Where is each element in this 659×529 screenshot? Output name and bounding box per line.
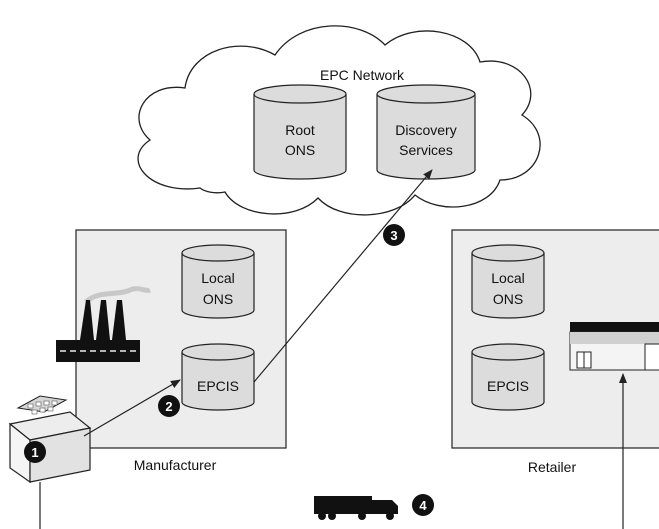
svg-text:2: 2 (165, 399, 172, 414)
svg-text:1: 1 (31, 445, 38, 460)
box-icon (8, 395, 92, 484)
factory-icon (56, 286, 152, 362)
retailer-epcis-database: EPCIS (471, 343, 545, 411)
arrow-box-to-epcis (83, 379, 181, 437)
ret-epcis-label: EPCIS (487, 378, 529, 394)
step-2-badge: 2 (158, 395, 180, 417)
mfr-epcis-label: EPCIS (197, 378, 239, 394)
ret-local-ons-line1: Local (491, 270, 524, 286)
store-icon (569, 322, 659, 371)
mfr-local-ons-line2: ONS (203, 291, 233, 307)
mfr-local-ons-line1: Local (201, 270, 234, 286)
discovery-services-database: Discovery Services (376, 84, 476, 180)
step-3-badge: 3 (383, 224, 405, 246)
truck-icon (314, 496, 398, 520)
step-1-badge: 1 (24, 441, 46, 463)
svg-text:3: 3 (390, 228, 397, 243)
root-ons-database: Root ONS (253, 84, 347, 180)
ret-local-ons-line2: ONS (493, 291, 523, 307)
retailer-label: Retailer (528, 459, 577, 475)
svg-text:4: 4 (419, 498, 427, 513)
manufacturer-local-ons-database: Local ONS (181, 244, 255, 319)
discovery-label-line1: Discovery (395, 122, 456, 138)
manufacturer-epcis-database: EPCIS (181, 343, 255, 411)
cloud-title: EPC Network (320, 67, 405, 83)
retailer-local-ons-database: Local ONS (471, 244, 545, 319)
root-ons-label-line1: Root (285, 122, 315, 138)
manufacturer-label: Manufacturer (134, 457, 217, 473)
root-ons-label-line2: ONS (285, 142, 315, 158)
arrow-epcis-to-discovery (253, 169, 433, 383)
discovery-label-line2: Services (399, 142, 453, 158)
step-4-badge: 4 (412, 494, 434, 516)
